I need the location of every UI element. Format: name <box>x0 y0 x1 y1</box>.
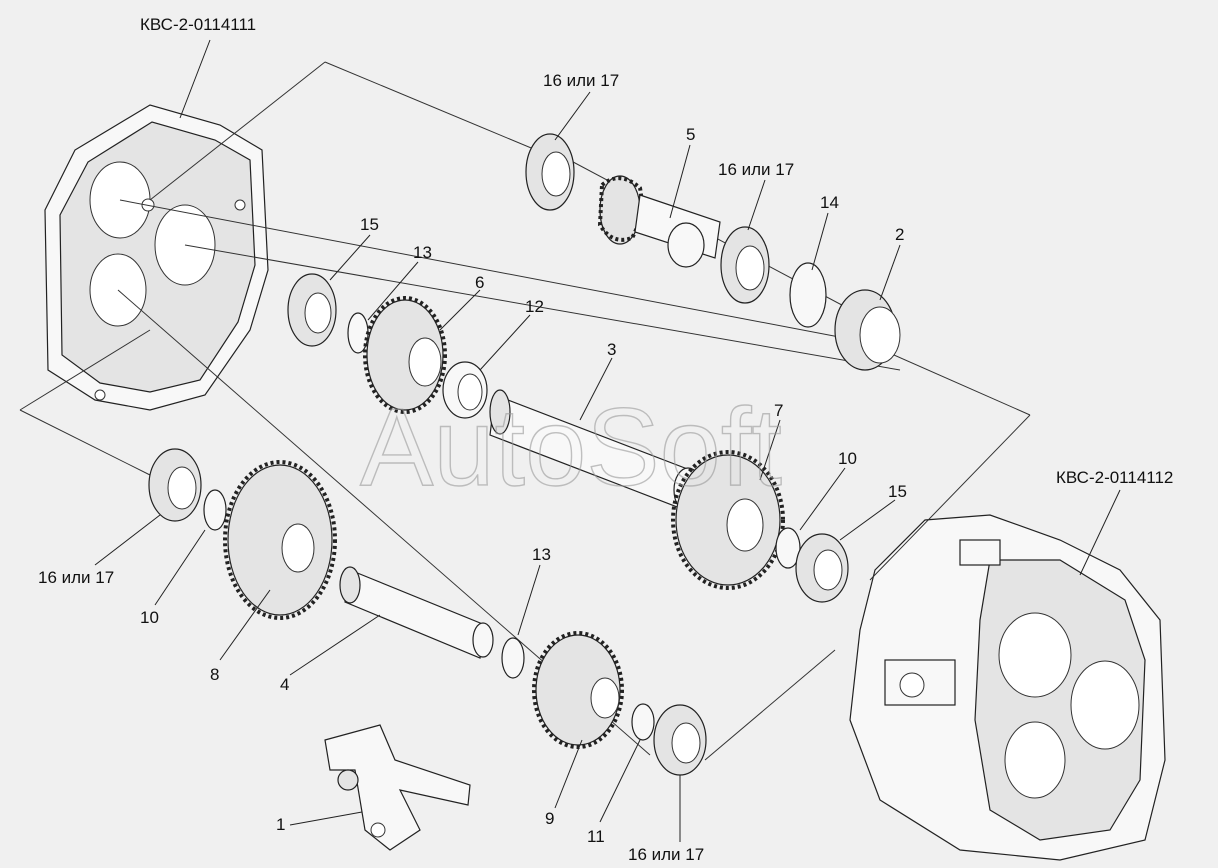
gear-6 <box>363 296 447 414</box>
label-bearing-15-top: 15 <box>360 215 379 234</box>
bearing-16-17-left <box>148 448 202 522</box>
gear-9 <box>532 631 624 749</box>
snap-ring-10-right <box>775 527 801 569</box>
label-gear-7: 7 <box>774 401 783 420</box>
label-gear-8: 8 <box>210 665 219 684</box>
label-ring-13-top: 13 <box>413 243 432 262</box>
snap-ring-13-top <box>347 312 369 354</box>
gear-8 <box>223 460 337 620</box>
label-left-housing: КВС-2-0114111 <box>140 15 256 34</box>
label-ring-10-right: 10 <box>838 449 857 468</box>
label-gear-9: 9 <box>545 809 554 828</box>
bearing-2 <box>834 289 901 371</box>
gear-7 <box>671 450 785 590</box>
label-gear-6: 6 <box>475 273 484 292</box>
bearing-16-17-top <box>525 133 575 211</box>
label-shaft-3: 3 <box>607 340 616 359</box>
label-bearing-2: 2 <box>895 225 904 244</box>
left-housing-cover <box>44 104 269 411</box>
label-bearing-15-right: 15 <box>888 482 907 501</box>
label-bearing-bottom: 16 или 17 <box>628 845 704 864</box>
snap-ring-10-left <box>203 489 227 531</box>
bushing-12 <box>442 361 488 419</box>
label-right-housing: КВС-2-0114112 <box>1056 468 1173 487</box>
bearing-15-top <box>287 273 337 347</box>
label-shaft-5: 5 <box>686 125 695 144</box>
bearing-15-right <box>795 533 849 603</box>
bearing-16-17-bottom <box>653 704 707 776</box>
shift-lever-1 <box>324 724 471 851</box>
snap-ring-13-bottom <box>501 637 525 679</box>
right-housing <box>849 514 1166 861</box>
label-shaft-4: 4 <box>280 675 289 694</box>
watermark: AutoSoft <box>360 386 782 509</box>
bearing-16-17-mid-top <box>720 226 770 304</box>
leader-lines <box>94 39 1121 842</box>
label-lever-1: 1 <box>276 815 285 834</box>
label-ring-10-left: 10 <box>140 608 159 627</box>
label-bearing-mid-top: 16 или 17 <box>718 160 794 179</box>
label-bearing-left: 16 или 17 <box>38 568 114 587</box>
label-ring-13-bottom: 13 <box>532 545 551 564</box>
shaft-4 <box>339 566 494 659</box>
shaft-5 <box>597 175 721 268</box>
label-bushing-12: 12 <box>525 297 544 316</box>
label-ring-11: 11 <box>587 827 605 846</box>
label-bearing-top: 16 или 17 <box>543 71 619 90</box>
label-ring-14: 14 <box>820 193 839 212</box>
snap-ring-11 <box>631 703 655 741</box>
snap-ring-14 <box>789 262 827 328</box>
